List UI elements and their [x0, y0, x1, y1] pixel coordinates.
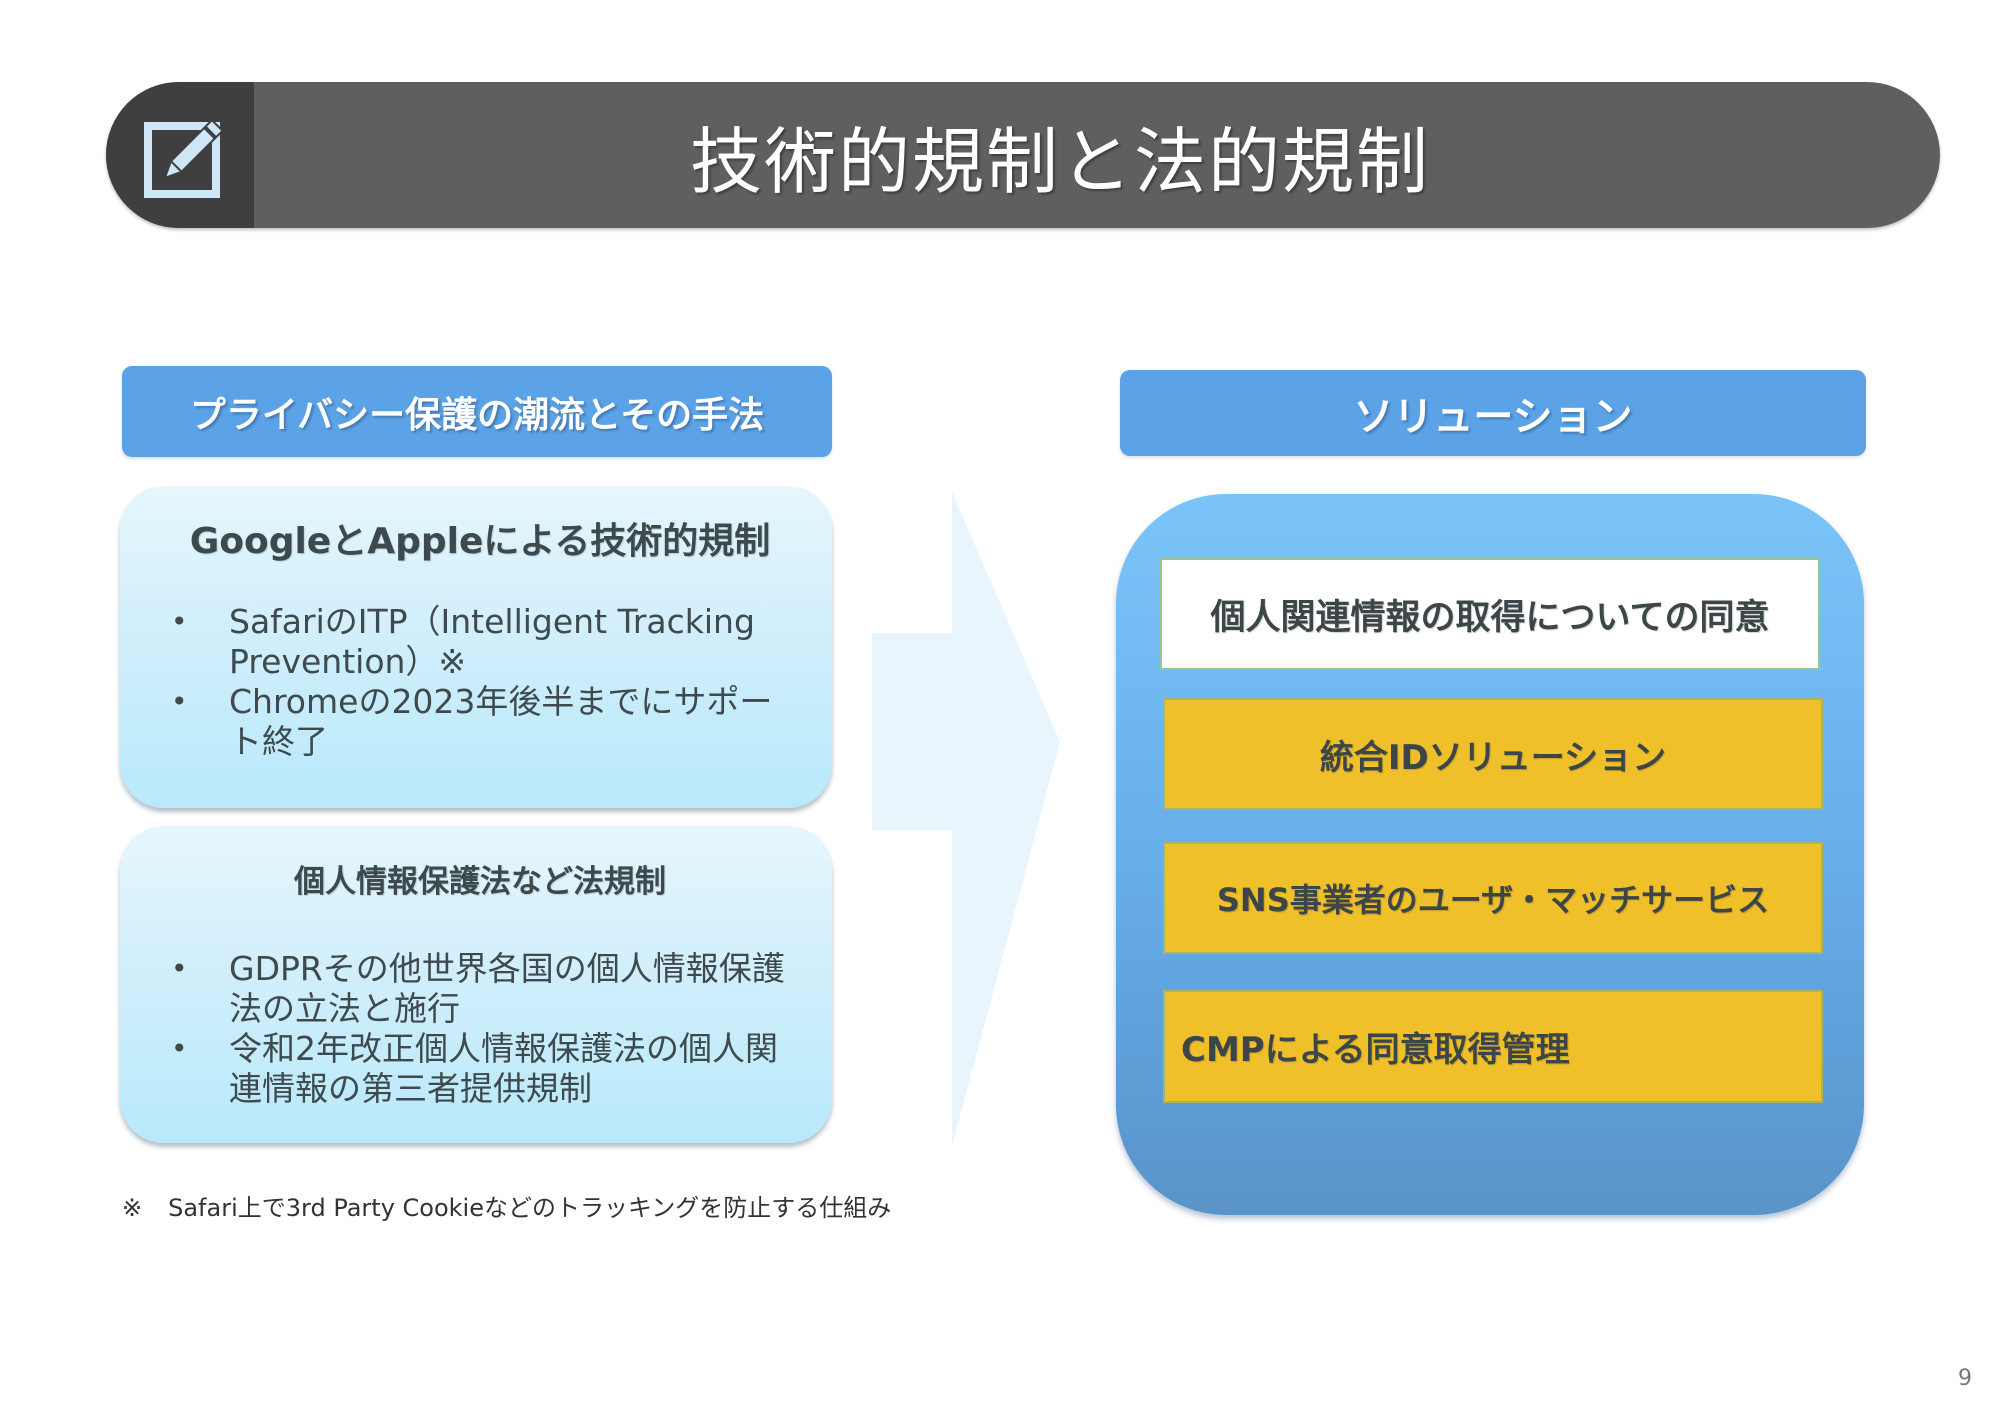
- footnote: ※ Safari上で3rd Party Cookieなどのトラッキングを防止する仕…: [122, 1188, 891, 1223]
- footnote-text: Safari上で3rd Party Cookieなどのトラッキングを防止する仕組…: [168, 1194, 892, 1222]
- footnote-mark: ※: [122, 1194, 143, 1222]
- card-title: 個人情報保護法など法規制: [294, 864, 666, 900]
- right-section-header: ソリューション: [1120, 370, 1866, 456]
- bullet-item: 令和2年改正個人情報保護法の個人関連情報の第三者提供規制: [156, 1029, 804, 1109]
- bullet-list: SafariのITP（Intelligent Tracking Preventi…: [156, 602, 804, 762]
- edit-icon: [144, 118, 224, 198]
- solution-item-consent: 個人関連情報の取得についての同意: [1160, 558, 1820, 670]
- bullet-item: SafariのITP（Intelligent Tracking Preventi…: [156, 602, 804, 682]
- card-title: GoogleとAppleによる技術的規制: [189, 521, 771, 562]
- slide-title: 技術的規制と法的規制: [689, 119, 1430, 204]
- page-number: 9: [1958, 1366, 1972, 1391]
- bullet-list: GDPRその他世界各国の個人情報保護法の立法と施行 令和2年改正個人情報保護法の…: [156, 949, 804, 1109]
- bullet-item: Chromeの2023年後半までにサポート終了: [156, 682, 804, 762]
- arrow-right-icon: [872, 492, 1060, 1146]
- title-bar: [106, 82, 1940, 228]
- left-section-header: プライバシー保護の潮流とその手法: [122, 366, 832, 457]
- solution-item-unified-id: 統合IDソリューション: [1163, 698, 1823, 810]
- tech-regulation-card: GoogleとAppleによる技術的規制 SafariのITP（Intellig…: [120, 486, 832, 808]
- bullet-item: GDPRその他世界各国の個人情報保護法の立法と施行: [156, 949, 804, 1029]
- legal-regulation-card: 個人情報保護法など法規制 GDPRその他世界各国の個人情報保護法の立法と施行 令…: [120, 826, 832, 1143]
- solution-item-sns-match: SNS事業者のユーザ・マッチサービス: [1163, 842, 1823, 954]
- solution-item-cmp: CMPによる同意取得管理: [1163, 990, 1823, 1103]
